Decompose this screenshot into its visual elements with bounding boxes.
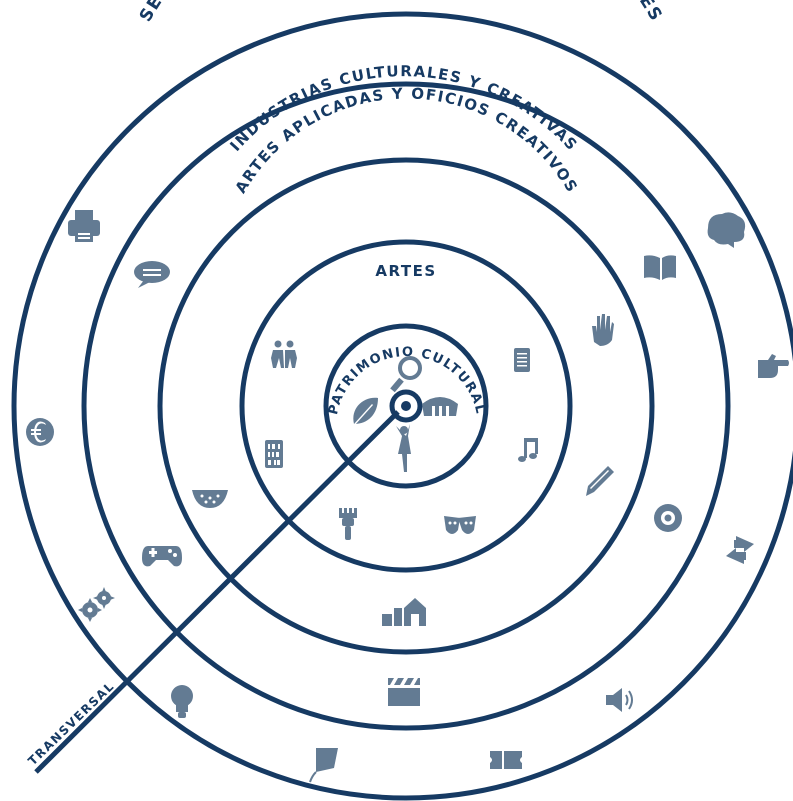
speaker-icon <box>606 688 633 712</box>
ring-industrias <box>81 81 731 731</box>
watermelon-icon <box>192 490 228 508</box>
binary-icon <box>265 440 283 468</box>
ticket-icon <box>490 751 522 769</box>
pointing-hand-icon <box>758 354 789 378</box>
hand-icon <box>592 314 614 346</box>
chat-bubble-icon <box>134 261 170 288</box>
printer-icon <box>68 210 100 242</box>
lightbulb-icon <box>171 685 193 718</box>
theater-masks-icon <box>444 516 476 534</box>
center-dot-inner <box>401 401 411 411</box>
museum-icon <box>382 598 426 626</box>
kite-icon <box>309 748 338 783</box>
leaf-icon <box>353 397 378 425</box>
tent-icon <box>422 397 458 416</box>
gears-icon <box>78 587 115 622</box>
disc-icon <box>654 504 682 532</box>
people-icon <box>271 340 297 368</box>
arrows-icon <box>726 536 754 564</box>
music-note-icon <box>518 438 538 462</box>
dancer-icon <box>396 424 411 472</box>
center-dot-outer <box>389 389 423 423</box>
magnifier-icon <box>390 356 422 393</box>
brain-icon <box>707 212 746 248</box>
ring-servicios <box>11 11 793 801</box>
ring-artes <box>239 239 573 573</box>
clapperboard-icon <box>388 678 420 706</box>
transversal-label: TRANSVERSAL <box>25 679 117 768</box>
gamepad-icon <box>142 546 182 567</box>
tablet-icon <box>514 348 530 372</box>
book-icon <box>644 255 676 280</box>
euro-icon <box>26 418 54 446</box>
ring-patrimonio <box>323 323 489 489</box>
transversal-line <box>34 410 400 774</box>
ring-label-artes: ARTES <box>375 262 436 280</box>
ring-artes-aplicadas <box>157 157 655 655</box>
paintbrush-icon <box>339 508 357 540</box>
pencil-icon <box>586 466 614 496</box>
